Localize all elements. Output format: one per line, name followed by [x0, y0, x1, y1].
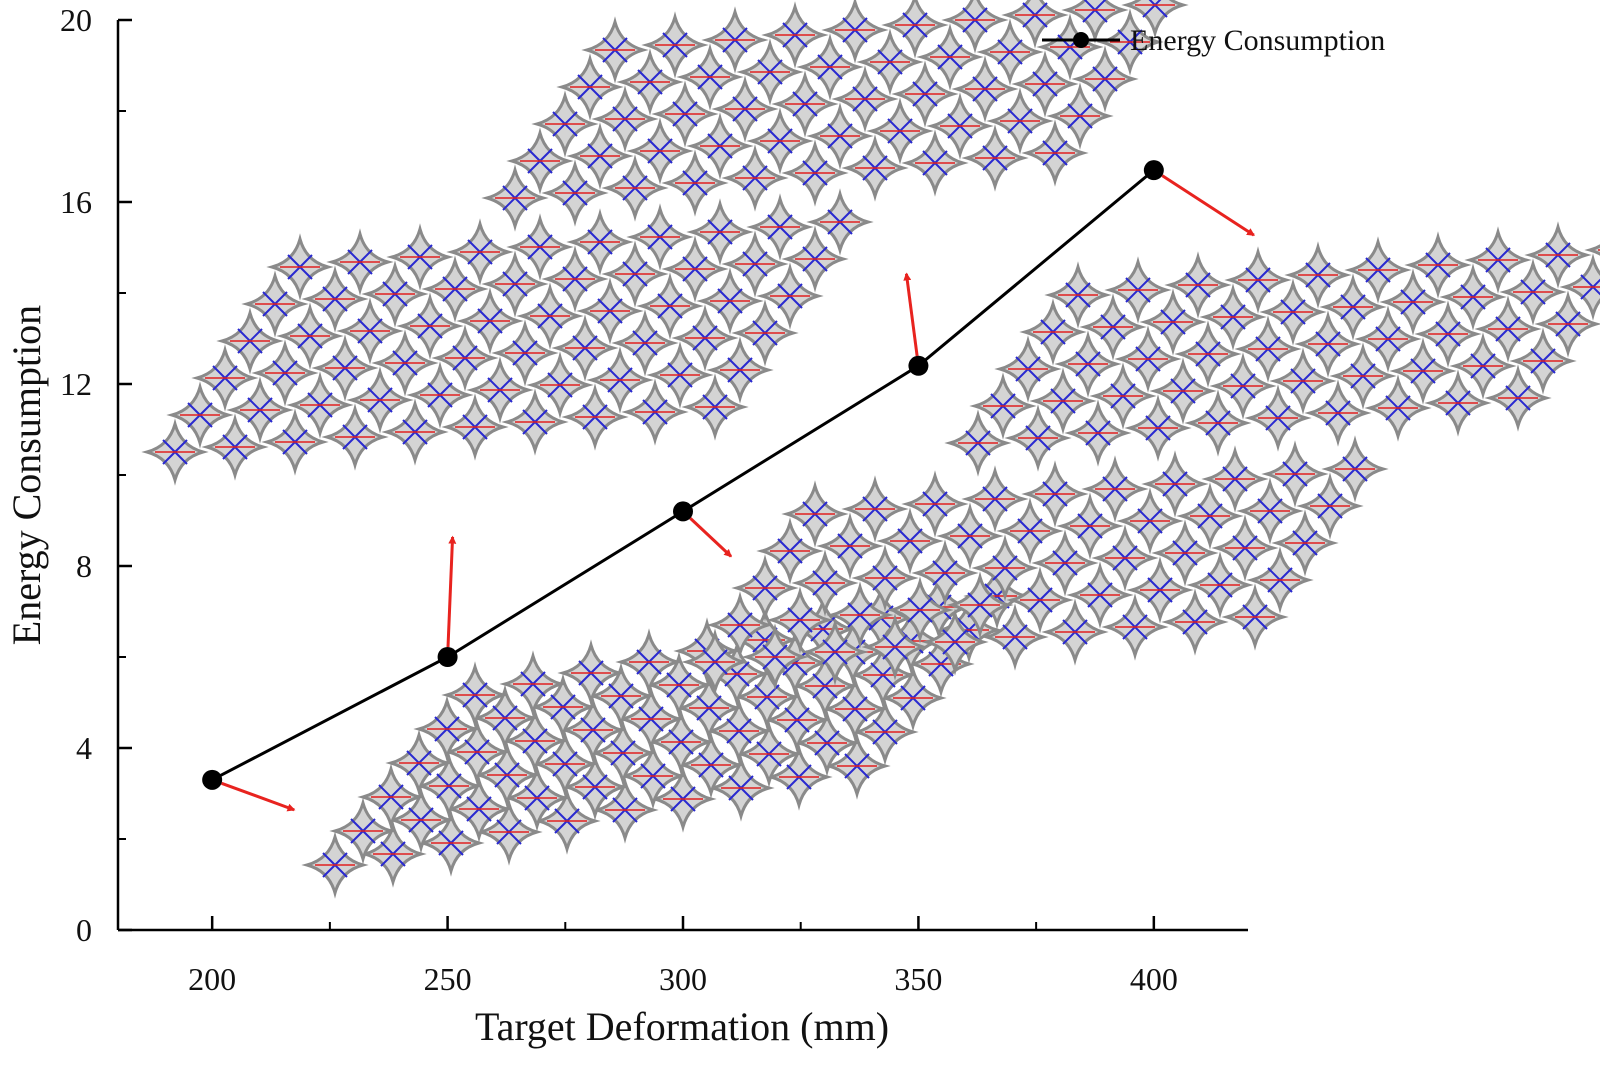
x-tick-label-350: 350: [894, 961, 942, 997]
lattice-inset-2: [145, 192, 870, 482]
annotation-arrow: [903, 272, 919, 357]
lattice-insets: [145, 0, 1600, 895]
y-tick-label-8: 8: [76, 548, 92, 584]
y-tick-label-20: 20: [60, 2, 92, 38]
annotation-arrow: [689, 517, 733, 558]
y-axis-ticks: 0 4 8 12 16 20: [60, 2, 132, 948]
legend-marker: [1073, 32, 1089, 48]
data-point: [437, 647, 458, 667]
y-tick-label-16: 16: [60, 184, 92, 220]
series-layer: [202, 160, 1164, 790]
lattice-inset-4: [685, 439, 1385, 692]
data-point: [673, 501, 693, 522]
data-point: [1143, 160, 1164, 181]
legend-label: Energy Consumption: [1130, 24, 1385, 57]
x-tick-label-200: 200: [188, 961, 236, 997]
x-axis-ticks: 200 250 300 350 400: [188, 916, 1178, 997]
axes: 200 250 300 350 400 0 4 8 12 16 20: [60, 2, 1248, 997]
y-tick-label-4: 4: [76, 730, 92, 766]
x-tick-label-250: 250: [424, 961, 472, 997]
annotation-arrow: [221, 781, 296, 812]
annotation-arrows: [221, 174, 1255, 812]
y-axis-title: Energy Consumption: [4, 305, 49, 645]
x-tick-label-300: 300: [659, 961, 707, 997]
data-point: [908, 355, 929, 376]
y-tick-label-0: 0: [76, 912, 92, 948]
legend: Energy Consumption: [1042, 24, 1385, 57]
lattice-cell: [305, 835, 365, 895]
x-tick-label-400: 400: [1130, 961, 1178, 997]
x-axis-title: Target Deformation (mm): [475, 1004, 889, 1049]
y-tick-label-12: 12: [60, 366, 92, 402]
annotation-arrow: [1161, 174, 1255, 237]
annotation-arrow: [446, 535, 457, 648]
data-point: [202, 769, 223, 790]
